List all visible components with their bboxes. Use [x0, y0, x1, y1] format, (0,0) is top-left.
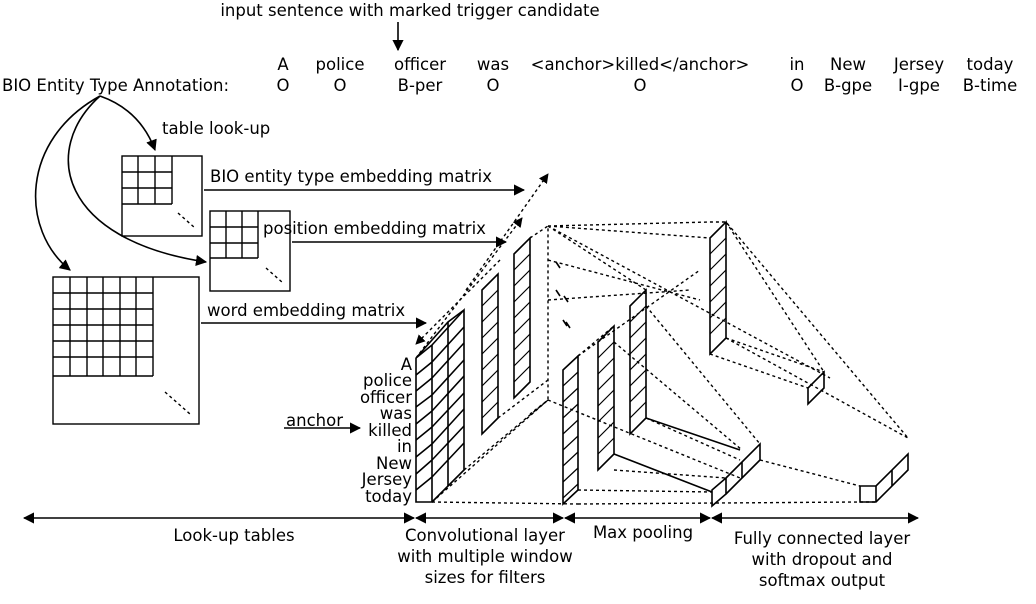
bio-tag: O [277, 76, 290, 95]
bio-tag: I-gpe [898, 76, 940, 95]
word-matrix-label: word embedding matrix [207, 301, 405, 320]
token-anchor: <anchor>killed</anchor> [531, 55, 750, 74]
bio-tag: O [791, 76, 804, 95]
stage-conv-label: sizes for filters [425, 568, 546, 587]
lookup-arrow-word [34, 95, 101, 271]
bio-annotation-label: BIO Entity Type Annotation: [2, 76, 229, 95]
stage-fc-label: softmax output [759, 571, 886, 590]
stage-fc-label: Fully connected layer [734, 529, 910, 548]
table-lookup-label: table look-up [162, 119, 270, 138]
bio-tag: O [487, 76, 500, 95]
stack-word: police [363, 371, 412, 390]
pos-emb-diagonal [415, 217, 523, 359]
token: police [316, 55, 365, 74]
token: in [789, 55, 804, 74]
word-emb-diagonal [415, 259, 501, 345]
token: A [277, 55, 289, 74]
input-feature-stack [415, 224, 549, 503]
position-embedding-matrix [209, 210, 291, 292]
anchor-label: anchor [286, 411, 343, 430]
connection-lines [431, 221, 909, 505]
stack-word: in [397, 437, 412, 456]
lookup-arrow-bio [99, 95, 157, 152]
stage-conv-label: with multiple window [397, 547, 572, 566]
stack-word: A [401, 355, 413, 374]
bio-tag: B-time [963, 76, 1018, 95]
bio-embedding-matrix [121, 155, 203, 237]
token: officer [394, 55, 446, 74]
lookup-arrow-position [67, 95, 208, 267]
token: Jersey [893, 55, 945, 74]
stack-word: officer [360, 388, 412, 407]
word-embedding-matrix [52, 276, 200, 425]
stage-fc-label: with dropout and [751, 550, 892, 569]
bio-matrix-label: BIO entity type embedding matrix [210, 167, 492, 186]
stack-word: was [380, 404, 412, 423]
bio-tag: O [634, 76, 647, 95]
bio-tag-row: O O B-per O O O B-gpe I-gpe B-time [277, 76, 1018, 95]
token: New [830, 55, 866, 74]
token-row: A police officer was <anchor>killed</anc… [277, 55, 1013, 74]
stack-word: New [376, 454, 412, 473]
token: today [967, 55, 1014, 74]
fully-connected-layer [711, 370, 909, 508]
bio-tag: B-gpe [824, 76, 872, 95]
bio-tag: B-per [398, 76, 443, 95]
bio-tag: O [334, 76, 347, 95]
stack-words: A police officer was killed in New Jerse… [360, 355, 413, 506]
max-pooling-maps [597, 220, 741, 493]
input-sentence-label: input sentence with marked trigger candi… [220, 1, 599, 20]
stage-pool-label: Max pooling [593, 523, 693, 542]
stage-lookup-label: Look-up tables [173, 526, 294, 545]
stage-conv-label: Convolutional layer [405, 526, 565, 545]
token: was [477, 55, 509, 74]
stack-word: today [365, 487, 412, 506]
stack-word: killed [368, 421, 412, 440]
stack-word: Jersey [361, 470, 413, 489]
position-matrix-label: position embedding matrix [263, 219, 486, 238]
